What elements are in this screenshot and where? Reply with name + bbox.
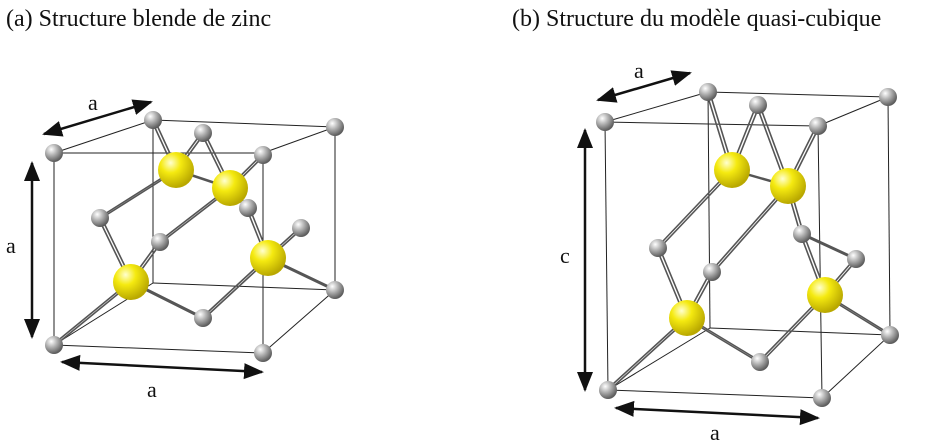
gray-atom (326, 281, 344, 299)
gray-atom (194, 309, 212, 327)
panel-a-gray-atoms (45, 111, 344, 362)
yellow-atom (113, 264, 149, 300)
gray-atom (239, 199, 257, 217)
gray-atom (881, 326, 899, 344)
panel-a-dimension-arrows (24, 99, 264, 380)
yellow-atom (714, 152, 750, 188)
panel-a-yellow-atoms (113, 152, 286, 300)
panel-a-label-left: a (6, 233, 16, 258)
gray-atom (326, 118, 344, 136)
yellow-atom (669, 300, 705, 336)
gray-atom (649, 239, 667, 257)
gray-atom (809, 117, 827, 135)
panel-a-structure: a a a (6, 90, 344, 402)
panel-b-label-left: c (560, 243, 570, 268)
panel-b-label-top: a (634, 58, 644, 83)
yellow-atom (770, 168, 806, 204)
panel-b-dimension-arrows (577, 70, 820, 426)
panel-a-label-top: a (88, 90, 98, 115)
gray-atom (847, 250, 865, 268)
panel-b-yellow-atoms (669, 152, 843, 336)
yellow-atom (250, 240, 286, 276)
gray-atom (292, 219, 310, 237)
gray-atom (45, 336, 63, 354)
gray-atom (45, 144, 63, 162)
gray-atom (879, 88, 897, 106)
gray-atom (749, 96, 767, 114)
yellow-atom (212, 170, 248, 206)
arrow-top (42, 99, 153, 137)
panel-b-gray-atoms (596, 83, 899, 407)
gray-atom (751, 353, 769, 371)
panel-b-caption: (b) Structure du modèle quasi-cubique (512, 6, 882, 32)
panel-a-label-bottom: a (147, 377, 157, 402)
gray-atom (194, 124, 212, 142)
gray-atom (254, 344, 272, 362)
panel-b-unit-cell (604, 91, 891, 399)
yellow-atom (807, 277, 843, 313)
gray-atom (703, 263, 721, 281)
panel-b-label-bottom: a (710, 420, 720, 444)
gray-atom (813, 389, 831, 407)
gray-atom (599, 381, 617, 399)
yellow-atom (158, 152, 194, 188)
arrow-bottom (60, 354, 264, 380)
gray-atom (151, 233, 169, 251)
panel-b-structure: a c a (560, 58, 899, 444)
arrow-top (596, 70, 692, 103)
gray-atom (91, 209, 109, 227)
arrow-bottom (614, 400, 820, 426)
gray-atom (254, 146, 272, 164)
panel-a-caption: (a) Structure blende de zinc (6, 6, 272, 32)
gray-atom (144, 111, 162, 129)
gray-atom (596, 113, 614, 131)
panel-b-bonds (605, 91, 893, 391)
gray-atom (699, 83, 717, 101)
gray-atom (793, 225, 811, 243)
